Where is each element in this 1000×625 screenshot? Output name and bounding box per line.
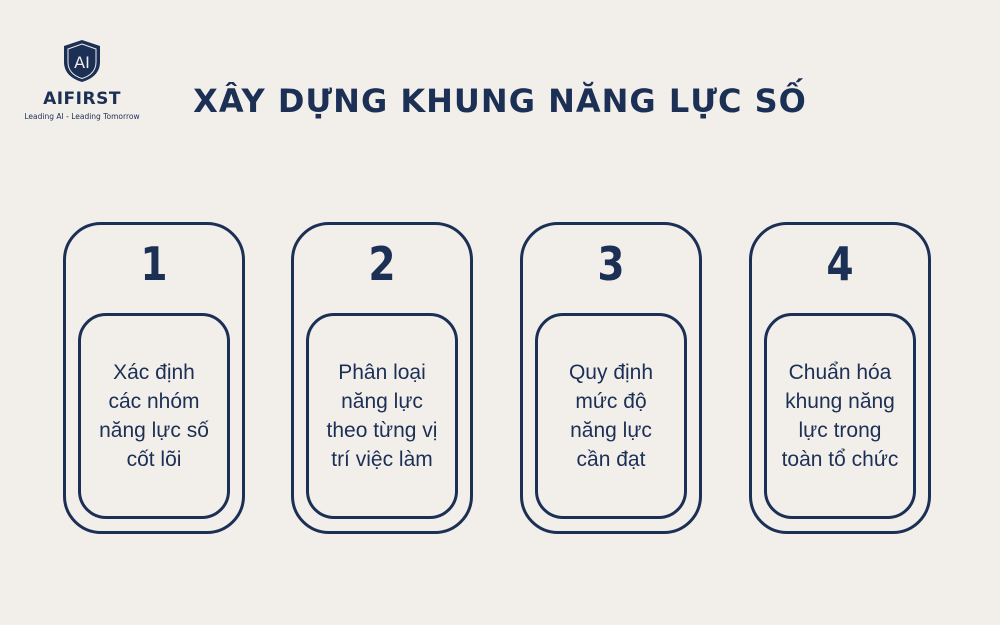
brand-name: AIFIRST	[43, 89, 121, 109]
step-number: 2	[368, 237, 396, 291]
step-card-1: 1 Xác định các nhóm năng lực số cốt lõi	[63, 222, 245, 534]
step-text: Quy định mức độ năng lực cần đạt	[568, 361, 654, 471]
step-inner-box: Quy định mức độ năng lực cần đạt	[535, 313, 687, 519]
step-text: Xác định các nhóm năng lực số cốt lõi	[99, 361, 209, 471]
step-number: 1	[140, 237, 168, 291]
step-number: 4	[826, 237, 854, 291]
step-number: 3	[597, 237, 625, 291]
step-inner-box: Chuẩn hóa khung năng lực trong toàn tổ c…	[764, 313, 916, 519]
step-text: Phân loại năng lực theo từng vị trí việc…	[326, 361, 438, 471]
logo-mark-text: AI	[74, 53, 90, 72]
step-card-3: 3 Quy định mức độ năng lực cần đạt	[520, 222, 702, 534]
page-title: XÂY DỰNG KHUNG NĂNG LỰC SỐ	[193, 82, 807, 120]
step-card-4: 4 Chuẩn hóa khung năng lực trong toàn tổ…	[749, 222, 931, 534]
step-text: Chuẩn hóa khung năng lực trong toàn tổ c…	[781, 361, 899, 471]
brand-tagline: Leading AI - Leading Tomorrow	[24, 112, 140, 121]
shield-logo-icon: AI	[64, 40, 100, 82]
step-inner-box: Phân loại năng lực theo từng vị trí việc…	[306, 313, 458, 519]
step-card-2: 2 Phân loại năng lực theo từng vị trí vi…	[291, 222, 473, 534]
brand-logo: AI AIFIRST Leading AI - Leading Tomorrow	[22, 38, 142, 121]
step-inner-box: Xác định các nhóm năng lực số cốt lõi	[78, 313, 230, 519]
